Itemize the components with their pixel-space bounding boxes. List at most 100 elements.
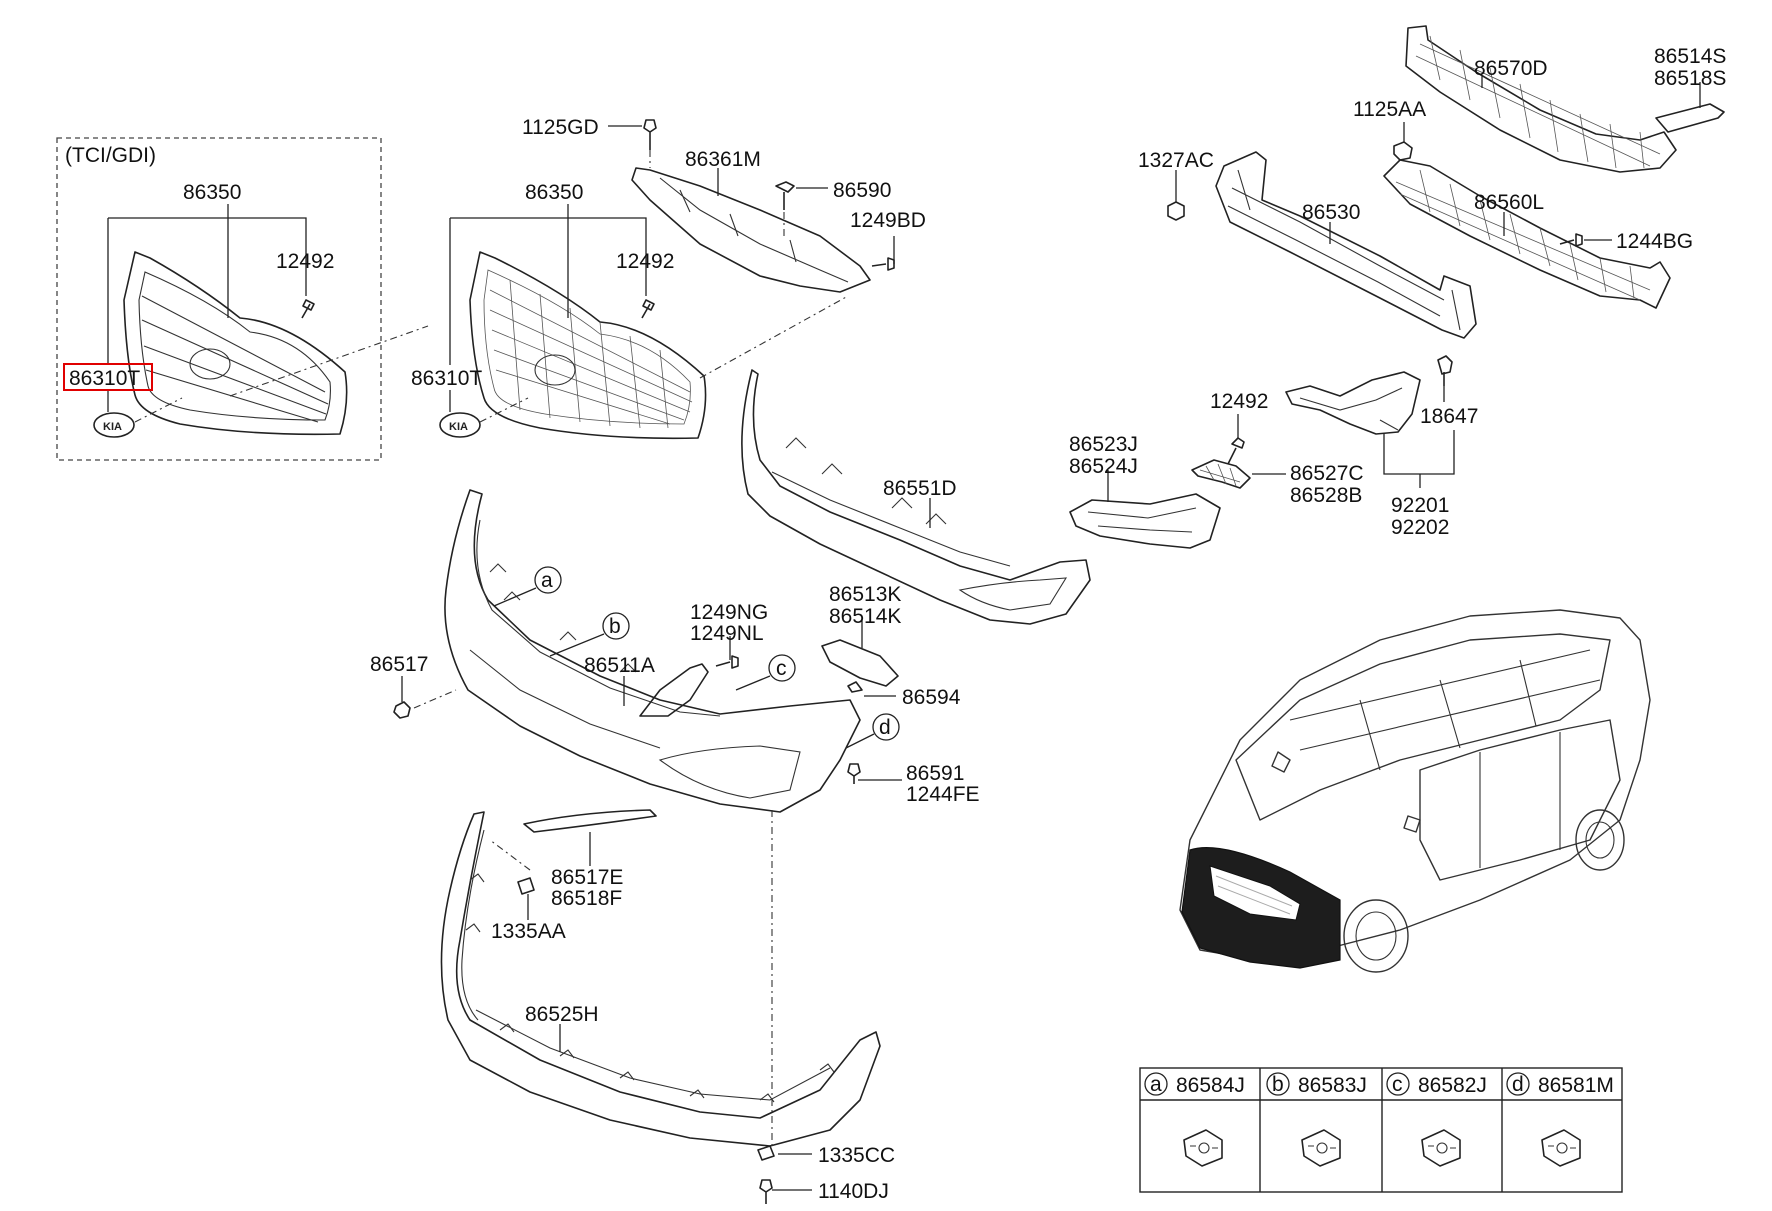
callout-g2-grille: 86350 [525,181,583,204]
ref-marker-b [602,612,630,640]
callout-clip-86594: 86594 [902,686,961,709]
callout-bracket-a: 86514S [1654,45,1726,68]
callout-absorber: 86570D [1474,57,1548,80]
legend-table [1139,1067,1623,1193]
callout-bracket-d: 86514K [829,605,901,628]
clip-86594 [847,681,863,693]
emblem-highlight-box [63,363,153,391]
callout-bracket-c: 86513K [829,583,901,606]
screw-86591 [847,763,861,784]
bolt-1125gd [643,119,657,150]
screw-1244bg [1559,233,1583,247]
svg-text:KIA: KIA [449,421,468,433]
clip-86590 [775,181,795,210]
holder-18647 [1437,355,1453,386]
legend-part-b: 86583J [1298,1074,1367,1097]
legend-marker-a: a [1150,1073,1162,1096]
emblem-1: KIA [93,412,135,438]
lower-skin [741,369,1091,625]
bolt-1249bd [871,257,895,271]
callout-g1-grille: 86350 [183,181,241,204]
callout-screw-fog: 12492 [1210,390,1268,413]
callout-bolt-nl: 1249NL [690,622,764,645]
legend-cell-b: b 86583J [1266,1072,1367,1167]
grille-2 [469,251,707,440]
callout-holder: 18647 [1420,405,1478,428]
callout-cover-top: 86361M [685,148,761,171]
bracket-86514s [1655,103,1725,133]
nut-1125aa [1393,141,1413,161]
svg-text:KIA: KIA [103,421,122,433]
emblem-2: KIA [439,412,481,438]
vehicle-illustration [1179,609,1651,973]
callout-molding-a: 86517E [551,866,623,889]
fog-cover [1069,493,1221,549]
callout-screw-86591: 86591 [906,762,964,785]
ref-marker-a-text: a [541,569,553,592]
callout-nut-1125aa: 1125AA [1353,98,1426,121]
callout-lower-skin: 86551D [883,477,957,500]
callout-cover-b: 86524J [1069,455,1138,478]
callout-g2-emblem: 86310T [411,367,482,390]
clip-1335aa [517,877,535,895]
legend-marker-b: b [1272,1073,1284,1096]
callout-screw-1244fe: 1244FE [906,783,980,806]
callout-g1-emblem: 86310T [69,367,140,390]
callout-g2-screw: 12492 [616,250,674,273]
ref-marker-d [872,713,900,741]
legend-marker-d: d [1512,1073,1524,1096]
legend-cell-c: c 86582J [1386,1072,1487,1167]
bumper-cover [444,489,861,813]
grille-1 [123,251,348,436]
callout-cap-a: 86527C [1290,462,1364,485]
fog-cap [1191,459,1251,489]
callout-bolt-right: 1249BD [850,209,926,232]
fog-lamp [1285,371,1421,435]
legend-part-a: 86584J [1176,1074,1245,1097]
retainer-86511a [639,663,709,717]
callout-fog-b: 92202 [1391,516,1449,539]
callout-lower-mesh: 86560L [1474,191,1544,214]
bumper-beam [1215,151,1477,339]
callout-molding-b: 86518F [551,887,622,910]
legend-cell-a: a 86584J [1144,1072,1245,1167]
callout-under-cover: 86525H [525,1003,599,1026]
callout-clip-top: 86590 [833,179,891,202]
ref-marker-b-text: b [609,615,621,638]
callout-g1-screw: 12492 [276,250,334,273]
variant-label: (TCI/GDI) [65,144,156,167]
callout-fog-a: 92201 [1391,494,1449,517]
molding-86517e [523,809,657,833]
callout-nut-1327ac: 1327AC [1138,149,1214,172]
bolt-1140dj [759,1179,773,1204]
upper-cover [631,167,871,293]
callout-cap-b: 86528B [1290,484,1362,507]
ref-marker-a [534,566,562,594]
cap-86517 [393,701,411,719]
callout-screw-1244bg: 1244BG [1616,230,1693,253]
energy-absorber [1405,25,1677,173]
bracket-86513k [821,639,899,687]
screw-1 [301,299,315,319]
ref-marker-c [768,654,796,682]
tci-gdi-frame [56,137,382,461]
callout-bolt-top: 1125GD [522,116,599,139]
callout-retainer: 86511A [584,654,655,677]
screw-2 [641,299,655,319]
callout-bolt-1140dj: 1140DJ [818,1180,889,1203]
clip-1335cc [757,1145,775,1161]
callout-clip-1335aa: 1335AA [491,920,566,943]
lower-mesh [1383,159,1671,309]
nut-1327ac [1167,201,1185,221]
callout-bracket-b: 86518S [1654,67,1726,90]
callout-bolt-ng: 1249NG [690,601,768,624]
legend-part-c: 86582J [1418,1074,1487,1097]
callout-beam: 86530 [1302,201,1360,224]
legend-cell-d: d 86581M [1506,1072,1614,1167]
ref-marker-c-text: c [776,657,787,680]
ref-marker-d-text: d [879,716,891,739]
legend-marker-c: c [1392,1073,1403,1096]
screw-fog-12492 [1227,437,1245,465]
